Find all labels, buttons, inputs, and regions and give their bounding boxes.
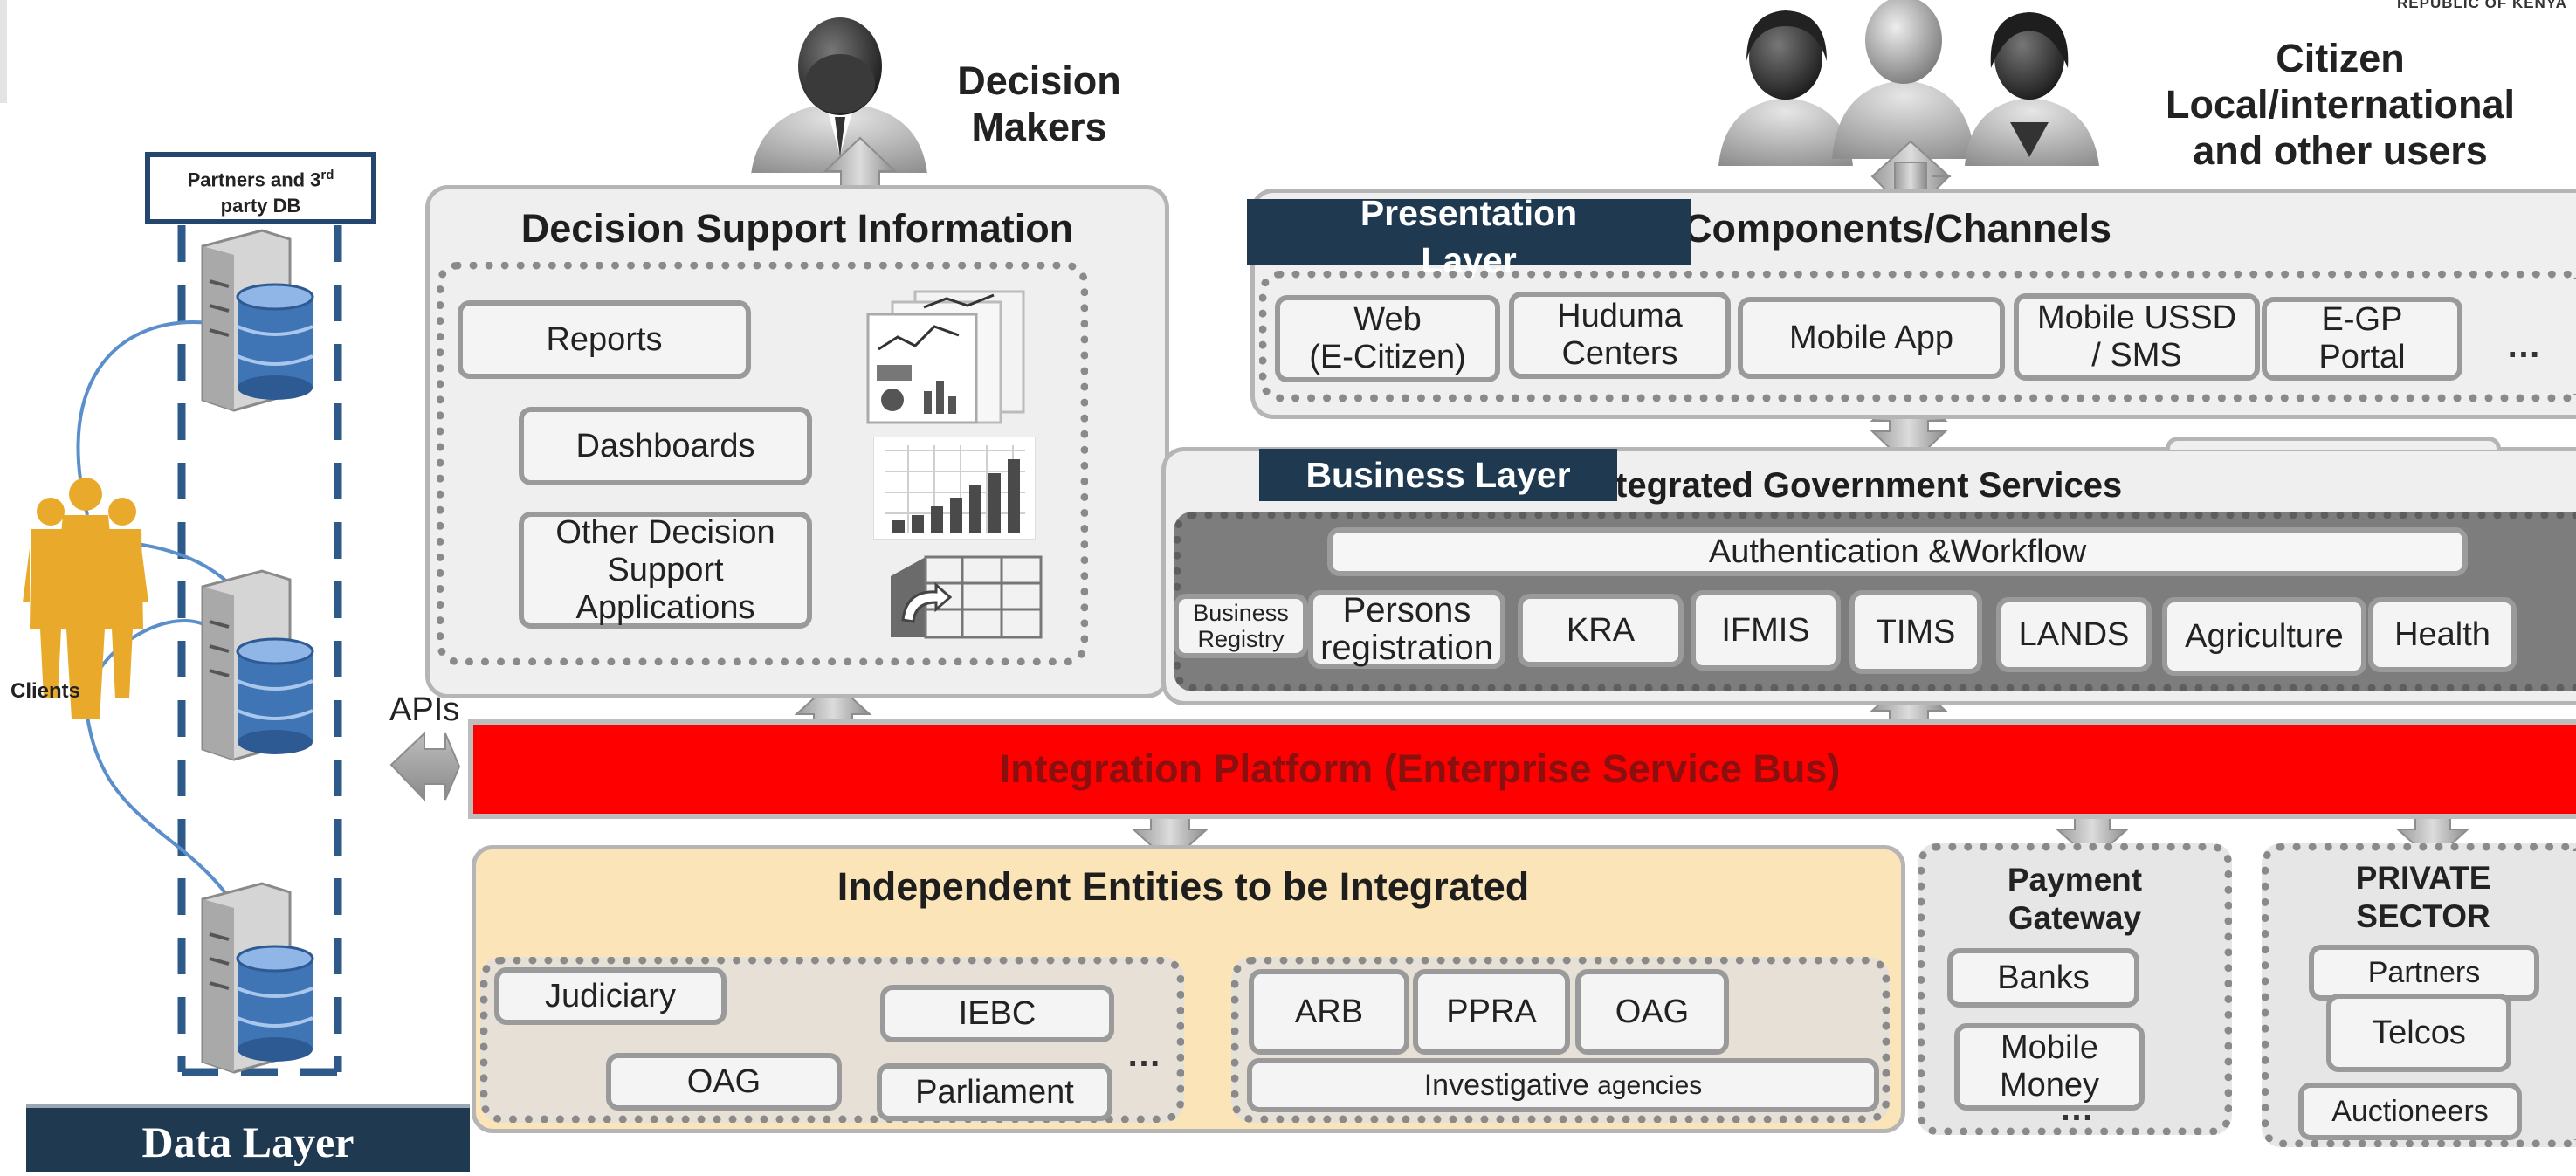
channel-web-ecitizen[interactable]: Web (E-Citizen) bbox=[1275, 295, 1500, 382]
payment-gateway-title: Payment Gateway bbox=[1918, 861, 2232, 938]
citizen-group-icon bbox=[1718, 0, 2099, 166]
partners-db-sup: rd bbox=[320, 168, 334, 182]
other-dss-line1: Other Decision bbox=[555, 513, 775, 551]
channel-web-line1: Web bbox=[1353, 301, 1422, 338]
entity-arb[interactable]: ARB bbox=[1249, 969, 1409, 1055]
private-telcos[interactable]: Telcos bbox=[2326, 994, 2511, 1072]
growth-chart-icon bbox=[873, 437, 1036, 540]
business-tab-decoration bbox=[2166, 437, 2501, 450]
entity-oag[interactable]: OAG bbox=[606, 1053, 842, 1111]
arrow-apis bbox=[389, 731, 461, 802]
corner-label: REPUBLIC OF KENYA bbox=[2397, 0, 2567, 11]
citizen-line2: Local/international bbox=[2165, 82, 2516, 127]
service-kra[interactable]: KRA bbox=[1518, 594, 1684, 667]
payment-title-line2: Gateway bbox=[2008, 900, 2142, 936]
private-title-line2: SECTOR bbox=[2356, 898, 2490, 934]
citizen-caption: Citizen Local/international and other us… bbox=[2131, 35, 2550, 174]
entity-parliament[interactable]: Parliament bbox=[877, 1063, 1112, 1121]
payment-banks[interactable]: Banks bbox=[1947, 948, 2139, 1008]
service-ifmis[interactable]: IFMIS bbox=[1691, 590, 1841, 671]
entity-oag-2[interactable]: OAG bbox=[1575, 969, 1729, 1055]
business-title: tegrated Government Services bbox=[1615, 466, 2123, 505]
other-decision-support-button[interactable]: Other Decision Support Applications bbox=[519, 512, 812, 629]
decision-makers-line1: Decision bbox=[957, 58, 1121, 103]
citizen-line3: and other users bbox=[2193, 128, 2488, 173]
decision-makers-caption: Decision Makers bbox=[926, 58, 1153, 150]
private-partners[interactable]: Partners bbox=[2309, 945, 2539, 1001]
service-lands[interactable]: LANDS bbox=[1996, 597, 2152, 672]
payment-more: … bbox=[2059, 1090, 2094, 1128]
channel-mobile-app[interactable]: Mobile App bbox=[1738, 297, 2005, 379]
presentation-banner-line1: Presentation bbox=[1360, 193, 1578, 233]
agencies-word: agencies bbox=[1597, 1070, 1703, 1100]
service-tims[interactable]: TIMS bbox=[1849, 590, 1982, 674]
channels-more: … bbox=[2506, 327, 2541, 365]
server-db-icon-top bbox=[201, 229, 314, 412]
left-edge-bar bbox=[0, 0, 7, 103]
channel-huduma-centers[interactable]: Huduma Centers bbox=[1509, 292, 1731, 379]
esb-label: Integration Platform (Enterprise Service… bbox=[999, 746, 1841, 791]
mobile-money-line2: Money bbox=[1999, 1067, 2100, 1104]
server-db-icon-bottom bbox=[201, 882, 314, 1074]
report-documents-icon bbox=[866, 290, 1025, 424]
entity-judiciary[interactable]: Judiciary bbox=[494, 967, 727, 1025]
payment-title-line1: Payment bbox=[2007, 862, 2143, 897]
server-db-icon-middle bbox=[201, 569, 314, 761]
clients-icon bbox=[23, 478, 148, 719]
channels-inner bbox=[1259, 271, 2576, 402]
mobile-money-line1: Mobile bbox=[2001, 1029, 2098, 1066]
private-sector-title: PRIVATE SECTOR bbox=[2262, 859, 2576, 936]
esb-integration-platform[interactable]: Integration Platform (Enterprise Service… bbox=[468, 719, 2576, 819]
reports-button[interactable]: Reports bbox=[458, 300, 751, 379]
business-banner: Business Layer bbox=[1259, 449, 1617, 501]
service-persons-registration[interactable]: Persons registration bbox=[1308, 590, 1505, 669]
entity-investigative-agencies[interactable]: Investigative agencies bbox=[1247, 1058, 1879, 1112]
entity-more: … bbox=[1126, 1035, 1161, 1074]
data-layer-dashed-column bbox=[177, 225, 342, 1076]
decision-makers-line2: Makers bbox=[971, 105, 1107, 149]
independent-title: Independent Entities to be Integrated bbox=[837, 864, 1530, 909]
channel-huduma-line2: Centers bbox=[1561, 335, 1678, 372]
other-dss-line3: Applications bbox=[575, 588, 755, 626]
presentation-title: Components/Channels bbox=[1684, 206, 2112, 251]
channel-huduma-line1: Huduma bbox=[1557, 298, 1683, 334]
private-auctioneers[interactable]: Auctioneers bbox=[2298, 1083, 2522, 1140]
investigative-word: Investigative bbox=[1423, 1068, 1589, 1102]
channel-egp-portal[interactable]: E-GP Portal bbox=[2262, 297, 2462, 381]
dashboards-button[interactable]: Dashboards bbox=[519, 407, 812, 485]
data-cube-icon bbox=[891, 555, 1043, 639]
private-title-line1: PRIVATE bbox=[2355, 860, 2491, 896]
decision-maker-icon bbox=[751, 17, 927, 175]
channel-web-line2: (E-Citizen) bbox=[1309, 339, 1466, 375]
service-business-registry[interactable]: Business Registry bbox=[1174, 594, 1308, 658]
business-registry-line2: Registry bbox=[1197, 626, 1285, 652]
entity-ppra[interactable]: PPRA bbox=[1413, 969, 1570, 1055]
business-registry-line1: Business bbox=[1193, 600, 1289, 626]
presentation-banner: Presentation Layer bbox=[1247, 194, 1691, 279]
data-layer-banner: Data Layer bbox=[26, 1104, 470, 1172]
channel-mobile-ussd-sms[interactable]: Mobile USSD / SMS bbox=[2014, 293, 2260, 381]
channel-ussd-line2: / SMS bbox=[2091, 337, 2182, 374]
partners-db-line1: Partners and 3rd bbox=[187, 168, 334, 191]
decision-support-title: Decision Support Information bbox=[520, 206, 1074, 251]
partners-db-box: Partners and 3rd party DB bbox=[145, 152, 376, 224]
entity-iebc[interactable]: IEBC bbox=[880, 985, 1114, 1042]
persons-line1: Persons bbox=[1342, 591, 1471, 629]
partners-db-line2: party DB bbox=[220, 195, 301, 217]
service-agriculture[interactable]: Agriculture bbox=[2162, 597, 2366, 676]
clients-label: Clients bbox=[10, 679, 81, 703]
other-dss-line2: Support bbox=[607, 551, 724, 588]
service-health[interactable]: Health bbox=[2368, 597, 2517, 672]
authentication-workflow[interactable]: Authentication &Workflow bbox=[1327, 527, 2468, 576]
decision-support-inner bbox=[437, 262, 1088, 665]
channel-egp-line2: Portal bbox=[2318, 339, 2406, 375]
channel-egp-line1: E-GP bbox=[2321, 301, 2403, 338]
payment-mobile-money[interactable]: Mobile Money bbox=[1954, 1023, 2145, 1111]
channel-ussd-line1: Mobile USSD bbox=[2036, 299, 2237, 336]
citizen-line1: Citizen bbox=[2276, 36, 2405, 80]
persons-line2: registration bbox=[1320, 629, 1493, 667]
